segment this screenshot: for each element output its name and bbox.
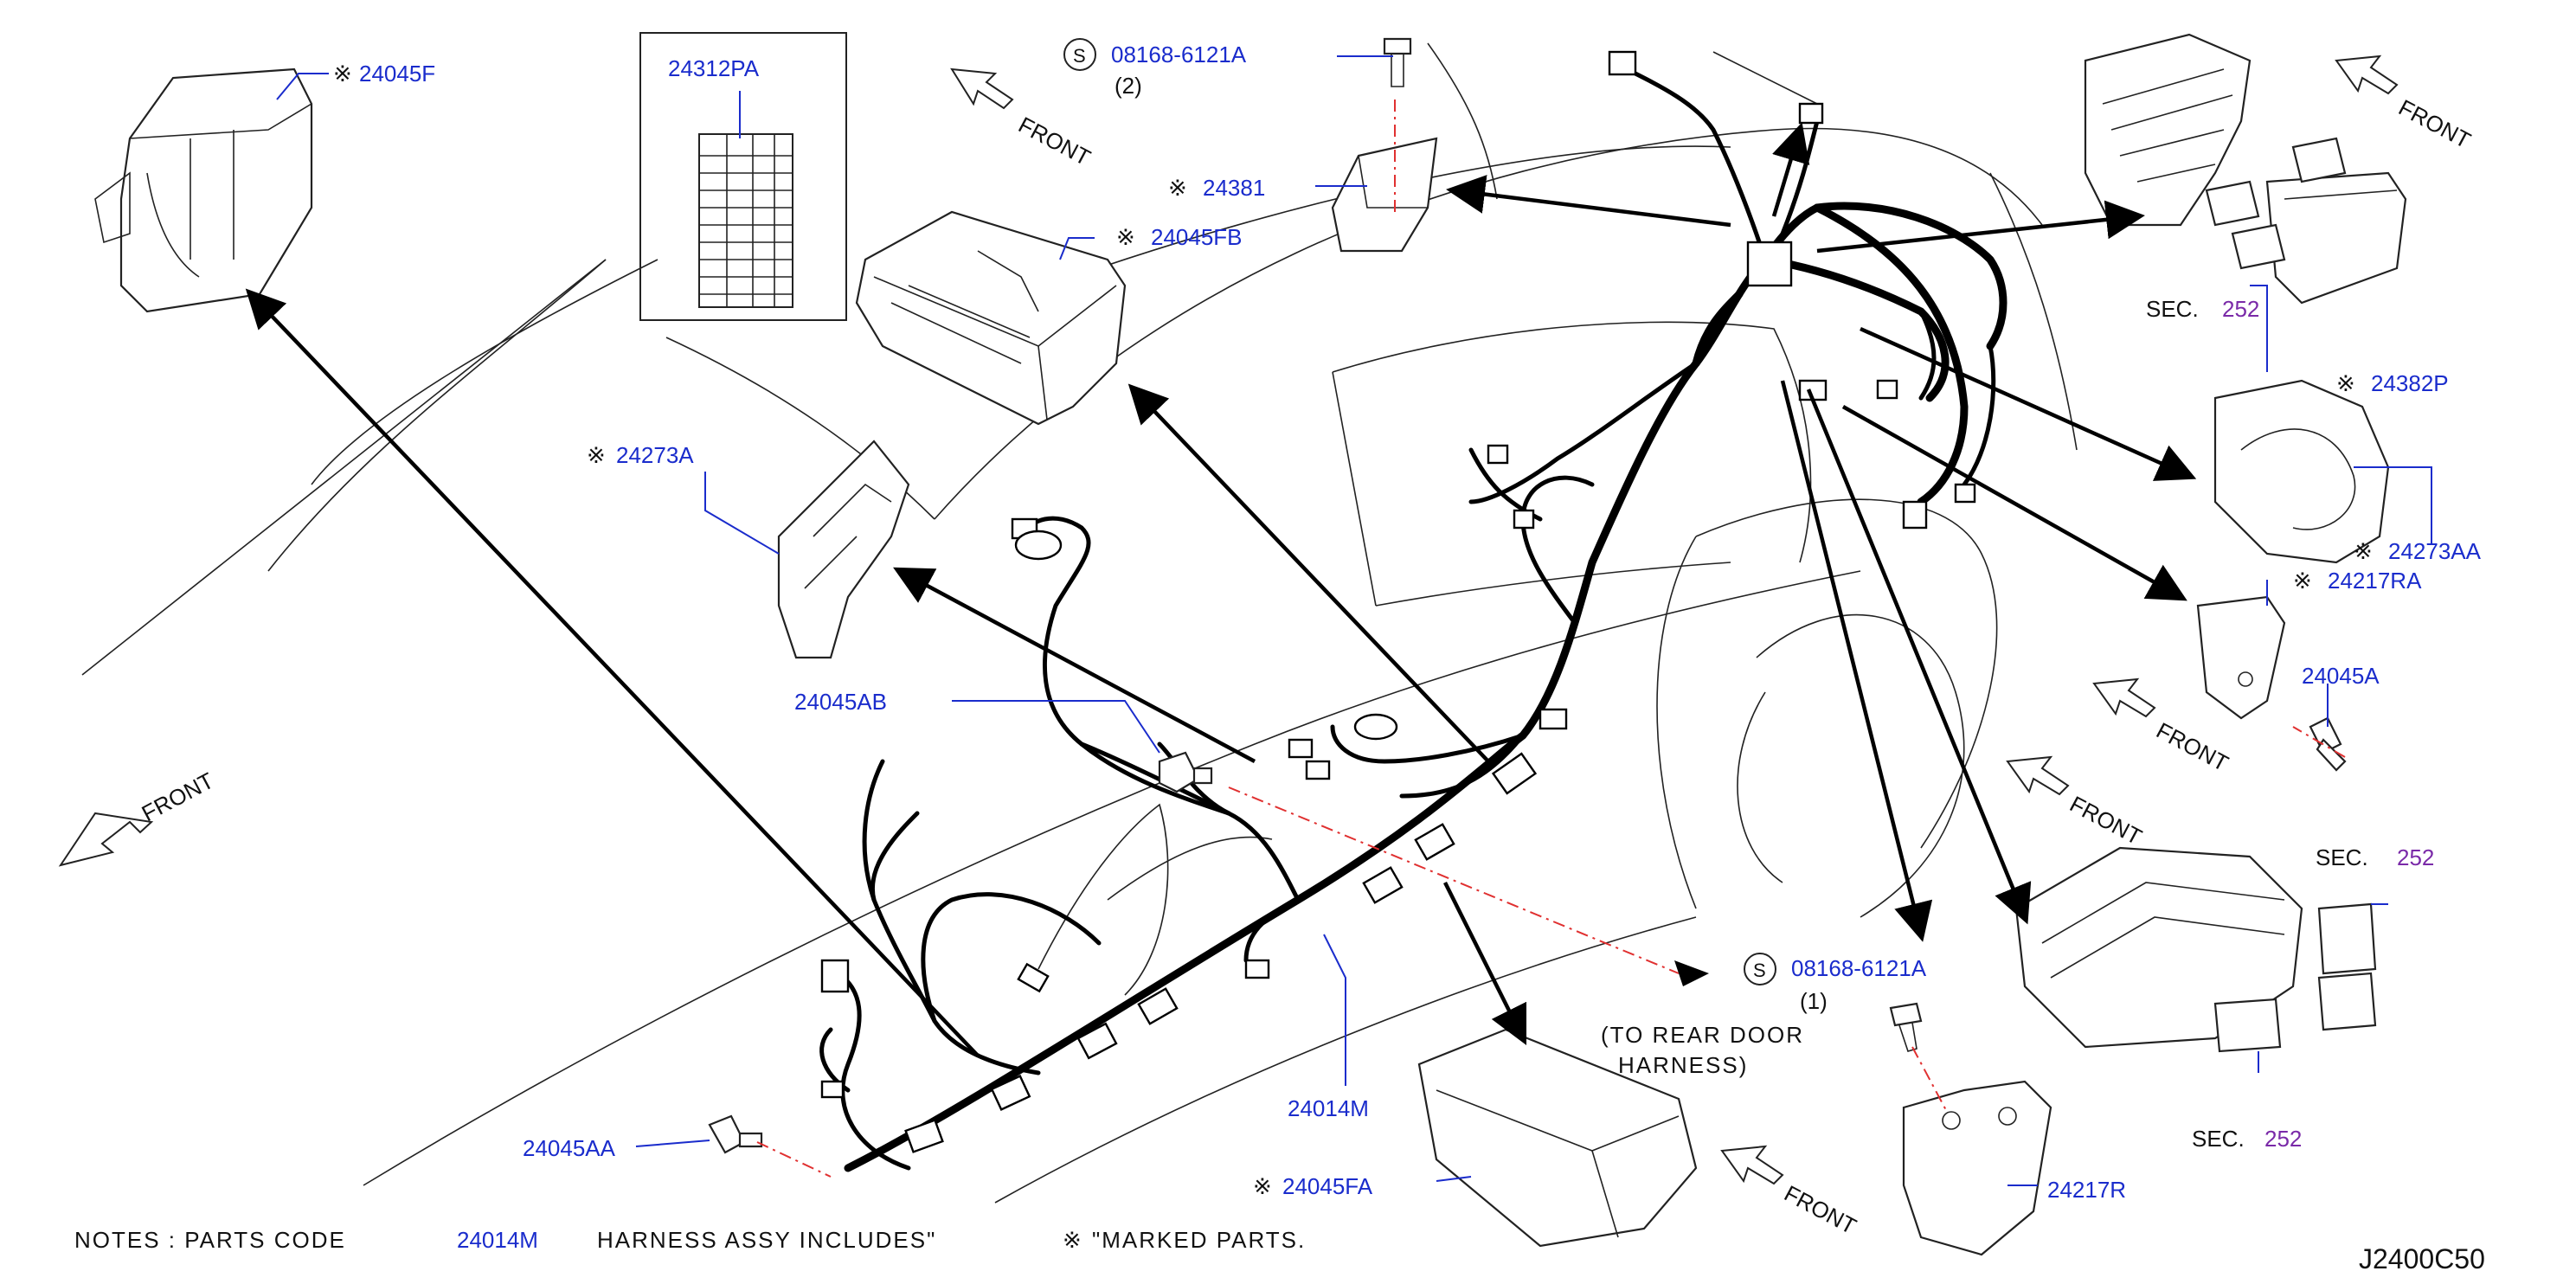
sec-label-b: SEC.	[2316, 844, 2368, 870]
notes-footer: NOTES : PARTS CODE 24014M HARNESS ASSY I…	[74, 1227, 1306, 1253]
front-label-bottom: FRONT	[1780, 1180, 1860, 1240]
front-label-left: FRONT	[138, 767, 218, 827]
marker-24273A: ※	[587, 442, 606, 468]
leader-lines	[276, 55, 2432, 1186]
label-08168-6121A-mid: 08168-6121A	[1791, 955, 1927, 981]
labels: ※ 24045F 24312PA S 08168-6121A (2) ※ 243…	[333, 38, 2482, 1203]
marker-24273AA: ※	[2354, 538, 2373, 564]
front-arrow-top-right: FRONT	[2335, 55, 2475, 154]
bolt-symbol-circle-top	[1063, 38, 1096, 71]
part-24312PA-label-box	[639, 32, 847, 321]
label-24273A: 24273A	[616, 442, 694, 468]
notes-middle: HARNESS ASSY INCLUDES"	[597, 1227, 936, 1253]
arrows	[245, 122, 2346, 1178]
label-24217R: 24217R	[2047, 1177, 2126, 1203]
bolt-symbol-top: S	[1073, 45, 1086, 67]
part-24045FB-cover	[855, 210, 1127, 426]
front-label-right: FRONT	[2152, 717, 2232, 777]
diagram-code: J2400C50	[2359, 1243, 2485, 1274]
qty-08168-mid: (1)	[1800, 988, 1828, 1014]
front-label-top-right: FRONT	[2394, 94, 2475, 154]
front-arrow-bottom: FRONT	[1720, 1145, 1860, 1240]
part-24381-bracket	[1331, 100, 1438, 253]
rear-door-note-line2: HARNESS)	[1618, 1052, 1748, 1078]
sec-label-a: SEC.	[2146, 296, 2199, 322]
notes-marker: ※	[1063, 1227, 1082, 1253]
front-label-mid-right: FRONT	[2065, 791, 2146, 851]
part-bolt-08168-top	[1383, 37, 1412, 87]
label-24045AA: 24045AA	[523, 1135, 616, 1161]
main-harness-24014M	[819, 50, 2007, 1172]
marker-24045F: ※	[333, 61, 352, 87]
sec-label-c: SEC.	[2192, 1126, 2245, 1152]
notes-code: 24014M	[457, 1227, 538, 1253]
rear-door-note-line1: (TO REAR DOOR	[1601, 1022, 1804, 1048]
sec-ref-c: 252	[2264, 1126, 2302, 1152]
part-bolt-08168-mid	[1889, 1002, 1923, 1052]
label-24014M: 24014M	[1288, 1095, 1369, 1121]
part-24045AA-bolt	[708, 1114, 763, 1154]
sec-ref-a: 252	[2222, 296, 2259, 322]
part-24273A-bracket	[777, 440, 910, 659]
part-24045AB-bolt	[1158, 751, 1213, 793]
part-24273AA-box	[2213, 379, 2390, 564]
front-arrow-left: FRONT	[58, 767, 218, 867]
label-24045F: 24045F	[359, 61, 435, 87]
part-24045A-bolt	[2309, 716, 2347, 772]
qty-08168-top: (2)	[1115, 73, 1142, 99]
marker-24381: ※	[1168, 175, 1187, 201]
part-24217RA-bracket	[2196, 595, 2286, 720]
label-24382P: 24382P	[2371, 370, 2449, 396]
front-label-top: FRONT	[1014, 112, 1095, 171]
part-24045FA-cover	[1417, 1028, 1698, 1248]
part-24217R-bracket	[1902, 1080, 2052, 1256]
marker-24382P: ※	[2336, 370, 2355, 396]
part-24382P-relay-block	[2084, 33, 2407, 305]
part-24045F-clip	[94, 67, 313, 313]
notes-prefix: NOTES : PARTS CODE	[74, 1227, 346, 1253]
label-24045A: 24045A	[2302, 663, 2380, 689]
bolt-symbol-circle-mid	[1744, 953, 1776, 985]
label-24045AB: 24045AB	[794, 689, 887, 715]
part-fuse-block-right	[2014, 846, 2377, 1053]
notes-suffix: "MARKED PARTS.	[1092, 1227, 1306, 1253]
marker-24045FB: ※	[1116, 224, 1135, 250]
marker-24045FA: ※	[1253, 1173, 1272, 1199]
label-08168-6121A-top: 08168-6121A	[1111, 42, 1247, 67]
front-arrow-mid-right: FRONT	[2006, 755, 2146, 851]
front-arrow-top: FRONT	[950, 67, 1095, 171]
label-24045FA: 24045FA	[1282, 1173, 1373, 1199]
sec-ref-b: 252	[2397, 844, 2434, 870]
label-24217RA: 24217RA	[2328, 568, 2422, 594]
label-24045FB: 24045FB	[1151, 224, 1243, 250]
label-24273AA: 24273AA	[2388, 538, 2482, 564]
bolt-symbol-mid: S	[1753, 960, 1766, 981]
label-24381: 24381	[1203, 175, 1265, 201]
marker-24217RA: ※	[2293, 568, 2312, 594]
label-24312PA: 24312PA	[668, 55, 760, 81]
